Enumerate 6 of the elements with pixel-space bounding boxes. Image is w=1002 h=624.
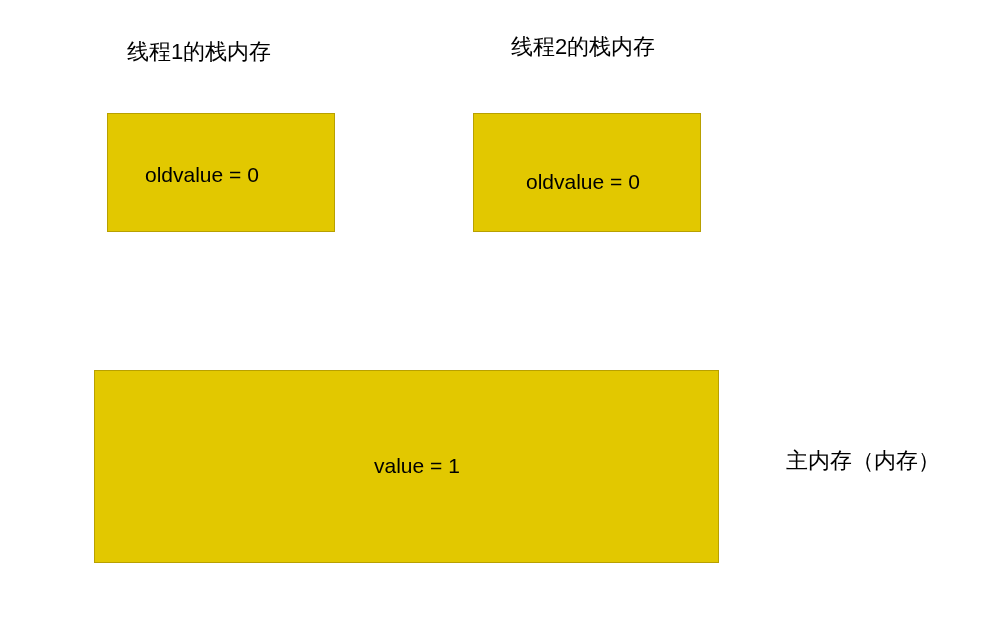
heading-text: 线程2的栈内存 (511, 36, 656, 58)
value-text: value = 1 (374, 455, 460, 476)
value-text: oldvalue = 0 (526, 171, 640, 192)
heading-text: 线程1的栈内存 (127, 41, 272, 63)
side-label: 主内存（内存） (786, 450, 940, 472)
value-text: oldvalue = 0 (145, 164, 259, 185)
